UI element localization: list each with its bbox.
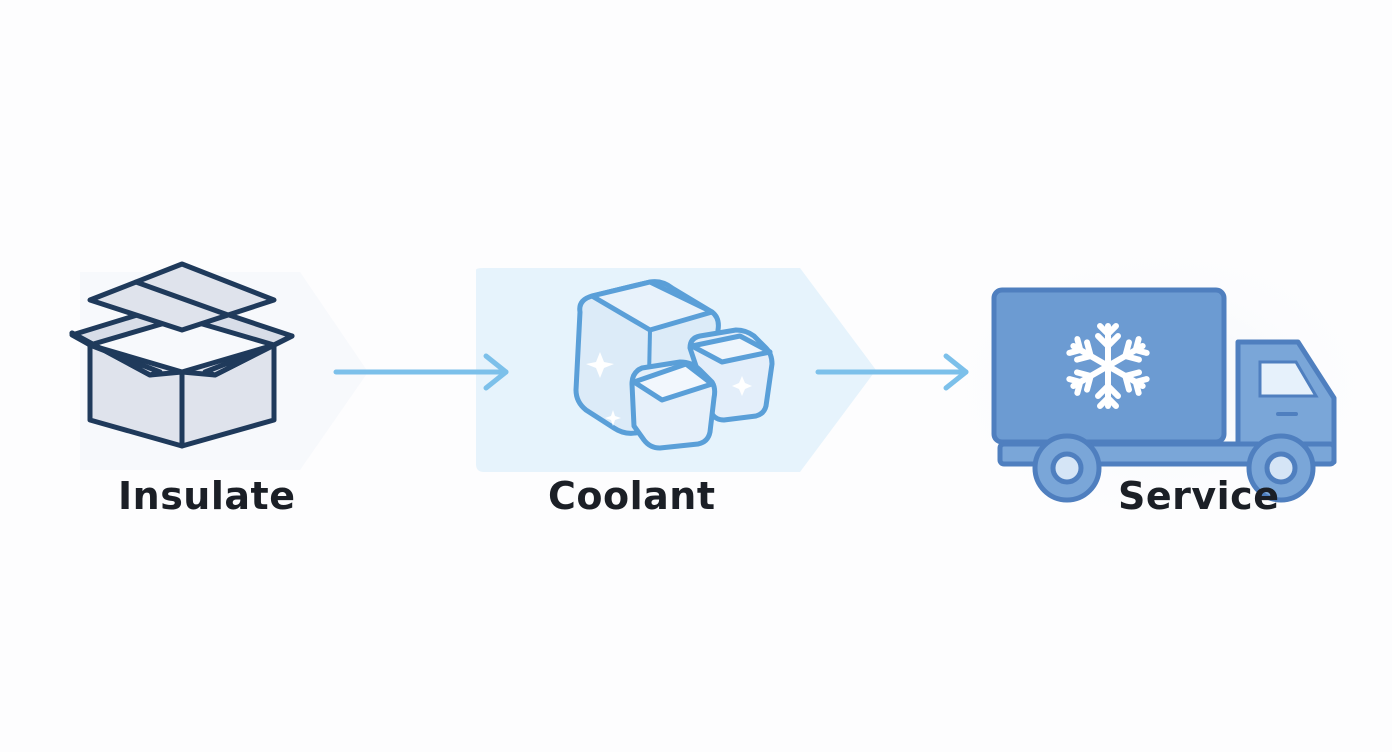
refrigerated-truck-icon — [991, 287, 1337, 503]
arrow-right-icon — [815, 353, 969, 391]
arrow-right-icon — [333, 353, 509, 391]
step-label-insulate: Insulate — [118, 474, 296, 518]
step-label-service: Service — [1118, 474, 1280, 518]
open-box-icon — [69, 261, 295, 449]
step-label-coolant: Coolant — [548, 474, 716, 518]
ice-cubes-icon — [573, 279, 775, 451]
snowflake-icon — [1068, 323, 1147, 406]
